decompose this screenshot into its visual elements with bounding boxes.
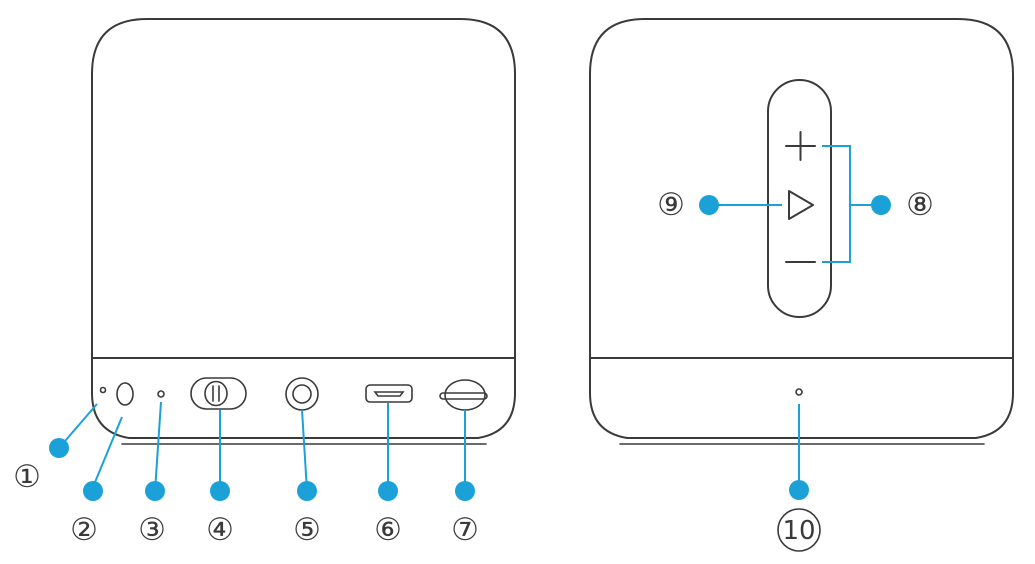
callout-1-label: ①	[13, 459, 41, 495]
callout-9: ⑨	[657, 187, 685, 223]
callout-8-label: ⑧	[906, 187, 934, 223]
callout-4-label: ④	[206, 512, 234, 548]
strap-hole	[439, 379, 488, 411]
speaker-left-body	[91, 18, 516, 359]
aux-jack	[285, 377, 319, 411]
speaker-left-base	[91, 357, 516, 439]
mic-hole	[116, 382, 134, 406]
status-led	[157, 390, 165, 398]
speaker-right	[589, 18, 1014, 445]
callout-2-label: ②	[70, 512, 98, 548]
callout-5-label: ⑤	[293, 512, 321, 548]
charge-led	[795, 388, 803, 396]
control-panel	[767, 79, 832, 318]
leader-dots	[49, 195, 891, 501]
callout-8: ⑧	[906, 187, 934, 223]
speaker-right-base	[589, 357, 1014, 439]
micro-usb-port	[365, 384, 413, 403]
plus-icon	[785, 131, 816, 161]
callout-4: ④	[206, 512, 234, 548]
callout-9-label: ⑨	[657, 187, 685, 223]
callout-10: 10	[777, 508, 821, 552]
callout-1: ①	[13, 459, 41, 495]
play-icon	[788, 190, 814, 220]
reset-hole	[99, 386, 107, 394]
callout-5: ⑤	[293, 512, 321, 548]
speaker-left	[91, 18, 516, 445]
power-switch	[190, 377, 247, 410]
callout-3-label: ③	[138, 512, 166, 548]
callout-2: ②	[70, 512, 98, 548]
callout-3: ③	[138, 512, 166, 548]
callout-6: ⑥	[374, 512, 402, 548]
callout-7: ⑦	[451, 512, 479, 548]
speaker-right-body	[589, 18, 1014, 359]
callout-10-label: 10	[782, 516, 815, 546]
leader-lines	[58, 145, 881, 492]
callout-7-label: ⑦	[451, 512, 479, 548]
callout-6-label: ⑥	[374, 512, 402, 548]
